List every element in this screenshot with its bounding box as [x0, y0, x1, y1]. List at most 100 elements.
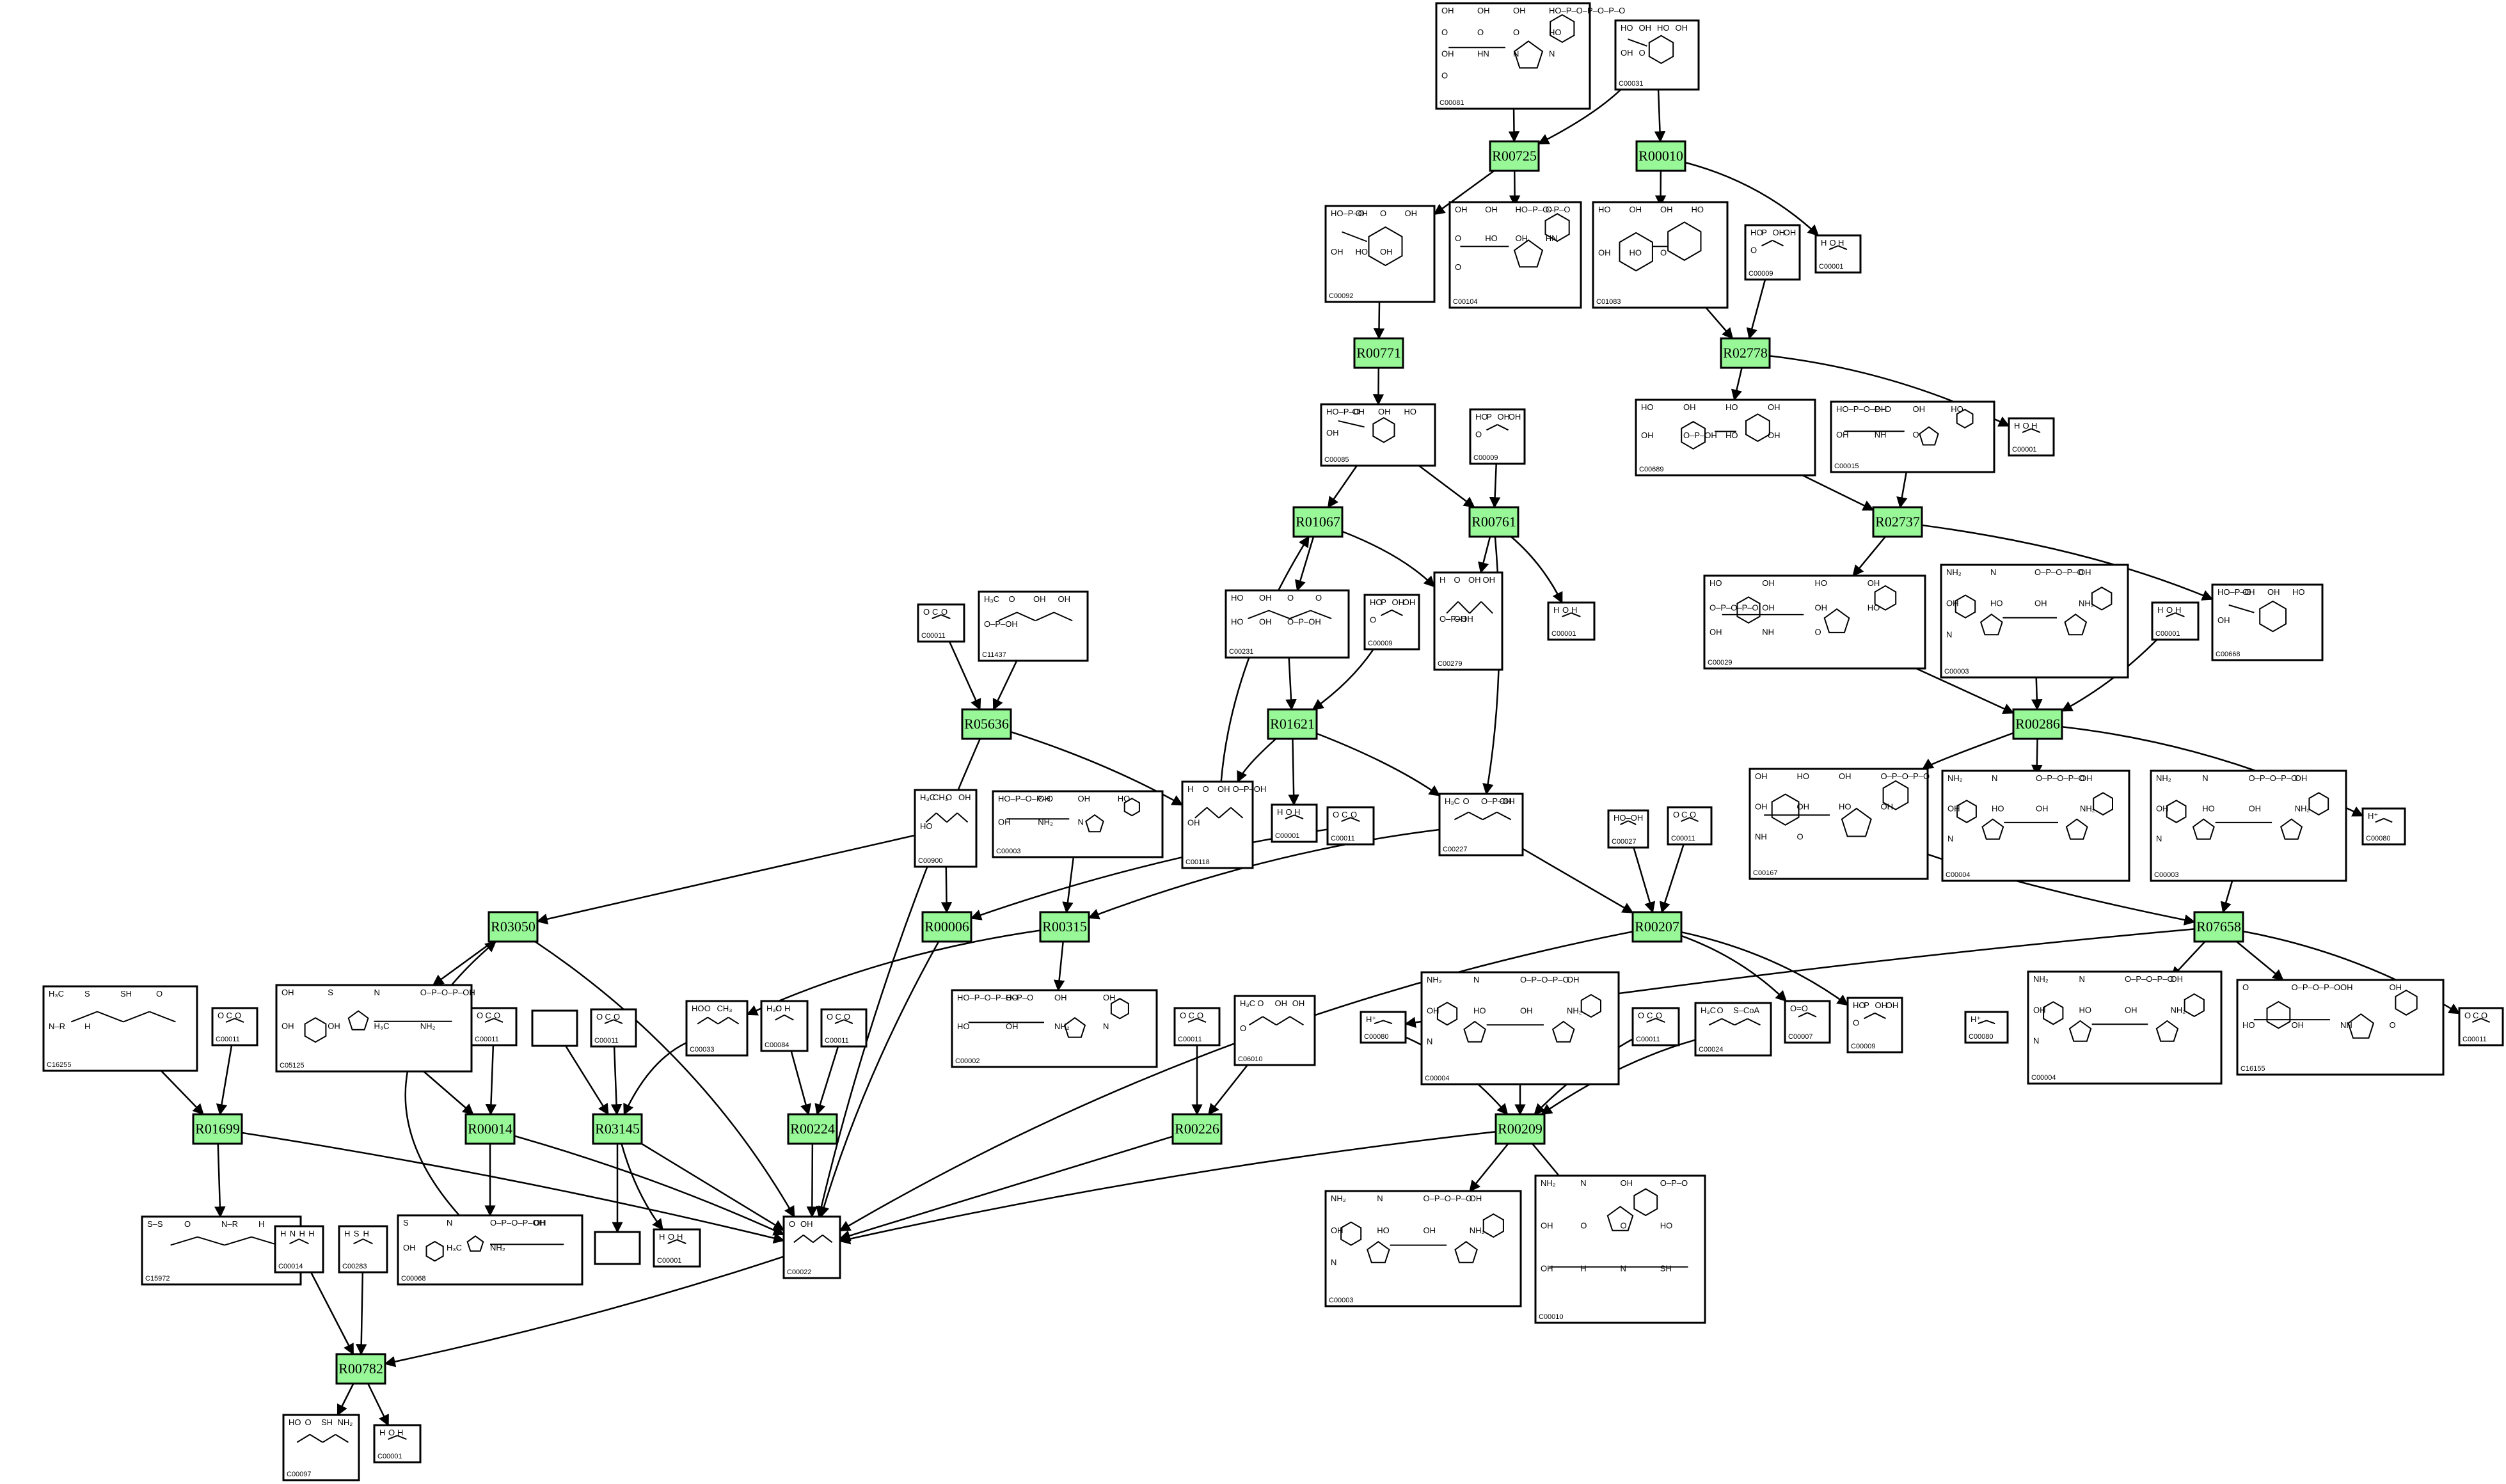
- compound-box[interactable]: [1271, 803, 1318, 843]
- compound-box[interactable]: [1744, 224, 1801, 281]
- compound-box[interactable]: [470, 1007, 518, 1046]
- reaction-node[interactable]: R00771: [1353, 337, 1404, 369]
- reaction-node[interactable]: R03050: [488, 911, 539, 943]
- reaction-box[interactable]: [921, 911, 972, 943]
- compound-box[interactable]: [590, 1008, 637, 1048]
- compound-box[interactable]: [338, 1225, 388, 1274]
- compound-box[interactable]: [1830, 400, 1995, 473]
- compound-box[interactable]: [782, 1215, 841, 1279]
- reaction-box[interactable]: [1872, 506, 1923, 538]
- compound-box[interactable]: [282, 1414, 360, 1481]
- compound-box[interactable]: [1814, 234, 1862, 274]
- compound-box[interactable]: [1433, 571, 1503, 671]
- compound-node[interactable]: H⁺C00080: [2361, 807, 2406, 846]
- reaction-node[interactable]: R00010: [1635, 140, 1686, 172]
- compound-box[interactable]: [760, 1000, 809, 1052]
- compound-box[interactable]: [1846, 997, 1903, 1054]
- compound-box[interactable]: [1703, 574, 1926, 670]
- compound-box[interactable]: [1420, 971, 1620, 1085]
- compound-box[interactable]: [1749, 768, 1929, 880]
- reaction-box[interactable]: [1267, 708, 1318, 740]
- reaction-node[interactable]: R00224: [787, 1113, 838, 1145]
- compound-box[interactable]: [1940, 564, 2129, 679]
- compound-box[interactable]: [42, 985, 198, 1072]
- compound-box[interactable]: [2027, 970, 2223, 1085]
- reaction-box[interactable]: [787, 1113, 838, 1145]
- compound-box[interactable]: [1635, 399, 1816, 477]
- compound-box[interactable]: [2008, 417, 2055, 457]
- reaction-box[interactable]: [1353, 337, 1404, 369]
- compound-box[interactable]: [1438, 793, 1524, 856]
- reaction-node[interactable]: R00006: [921, 911, 972, 943]
- compound-box[interactable]: [685, 1000, 749, 1057]
- reaction-node[interactable]: R03145: [592, 1113, 643, 1145]
- compound-node[interactable]: [531, 1009, 578, 1047]
- compound-box[interactable]: [1964, 1011, 2009, 1044]
- compound-box[interactable]: [397, 1214, 583, 1286]
- reaction-box[interactable]: [464, 1113, 516, 1145]
- compound-box[interactable]: [1324, 205, 1436, 303]
- compound-box[interactable]: [1694, 1002, 1772, 1057]
- compound-box[interactable]: [2458, 1007, 2504, 1046]
- compound-box[interactable]: [653, 1228, 701, 1268]
- compound-box[interactable]: [1667, 806, 1713, 846]
- compound-box[interactable]: [1181, 780, 1254, 869]
- compound-box[interactable]: [1435, 2, 1591, 110]
- reaction-node[interactable]: R02778: [1720, 337, 1771, 369]
- reaction-node[interactable]: R07658: [2193, 911, 2244, 943]
- compound-box[interactable]: [274, 1225, 324, 1274]
- compound-box[interactable]: [1324, 1190, 1522, 1307]
- reaction-node[interactable]: R00286: [2012, 708, 2063, 740]
- compound-box[interactable]: [2236, 979, 2445, 1076]
- reaction-box[interactable]: [1292, 506, 1344, 538]
- compound-box[interactable]: [594, 1231, 641, 1265]
- reaction-node[interactable]: R00782: [335, 1353, 386, 1385]
- compound-box[interactable]: [992, 790, 1164, 858]
- compound-box[interactable]: [978, 590, 1089, 662]
- reaction-node[interactable]: R00226: [1171, 1113, 1223, 1145]
- compound-box[interactable]: [1592, 201, 1729, 309]
- reaction-box[interactable]: [488, 911, 539, 943]
- reaction-node[interactable]: R00014: [464, 1113, 516, 1145]
- compound-box[interactable]: [917, 603, 965, 643]
- reaction-box[interactable]: [1495, 1113, 1546, 1145]
- reaction-node[interactable]: R00315: [1039, 911, 1090, 943]
- compound-node[interactable]: H⁺C00080: [1964, 1011, 2009, 1044]
- reaction-box[interactable]: [1039, 911, 1090, 943]
- reaction-node[interactable]: R05636: [961, 708, 1012, 740]
